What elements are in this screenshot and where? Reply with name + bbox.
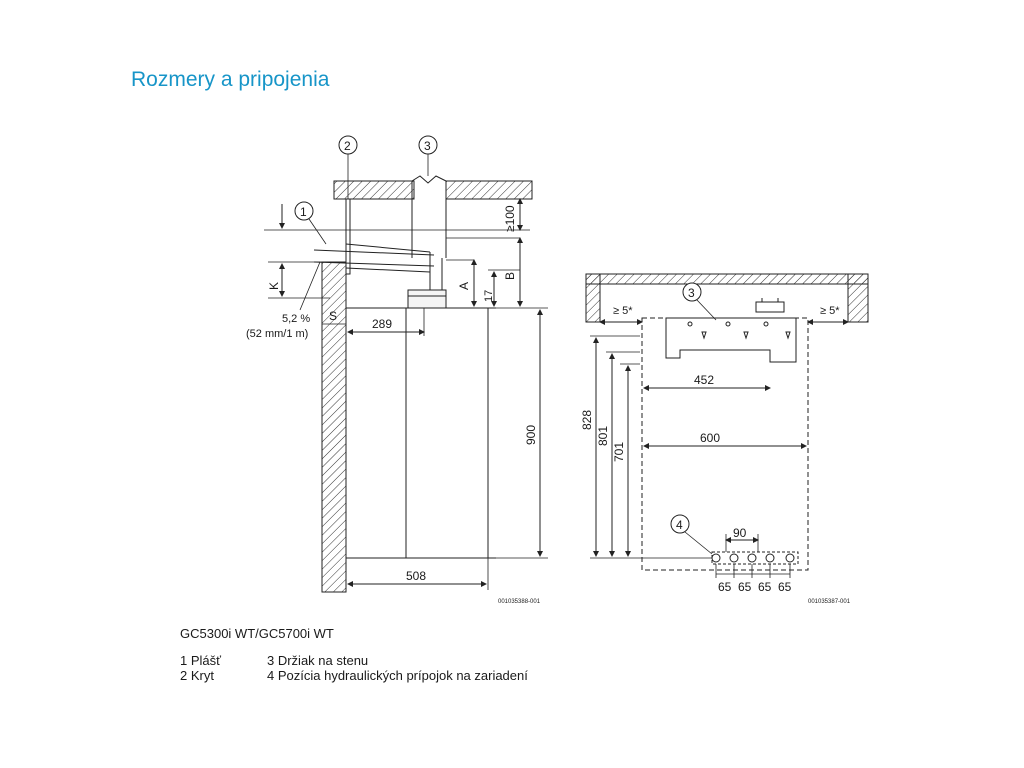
side-ceiling-right [445,180,533,200]
dim-65-3: 65 [758,580,772,594]
dim-508: 508 [406,569,426,583]
callout-2: 2 [338,135,358,199]
boiler-side [345,307,489,559]
dim-701: 701 [612,442,626,462]
dim-289: 289 [372,317,392,331]
slope-detail: (52 mm/1 m) [246,328,308,340]
dim-801: 801 [596,426,610,446]
dim-min100: ≥100 [503,205,517,232]
dim-17: 17 [483,290,495,302]
dim-600: 600 [700,431,720,445]
legend-item-4: 4 Pozícia hydraulických prípojok na zari… [267,668,528,683]
dim-b: B [503,272,517,280]
dim-clear-left: ≥ 5* [613,305,633,317]
legend-item-2: 2 Kryt [180,668,214,683]
front-ceiling [585,273,869,285]
flue-adapter [407,289,447,309]
dim-65-4: 65 [778,580,792,594]
front-wall-right [847,273,869,323]
svg-text:1: 1 [300,205,307,219]
legend-col-1: 1 Plášť 2 Kryt [180,653,221,683]
side-drawing-code: 001035388-001 [498,599,541,605]
svg-text:3: 3 [688,286,695,300]
dim-clear-right: ≥ 5* [820,305,840,317]
dim-a: A [457,282,471,290]
svg-text:4: 4 [676,518,683,532]
svg-text:3: 3 [424,139,431,153]
svg-text:2: 2 [344,139,351,153]
dim-65-1: 65 [718,580,732,594]
hydraulic-connections [711,551,799,565]
dim-828: 828 [580,410,594,430]
dim-k: K [267,282,281,290]
dim-452: 452 [694,373,714,387]
legend-item-1: 1 Plášť [180,653,222,668]
callout-3: 3 [418,135,438,176]
dim-900: 900 [524,425,538,445]
page-title: Rozmery a pripojenia [131,68,330,91]
legend-item-3: 3 Držiak na stenu [267,653,369,668]
front-wall-left [585,273,601,323]
callout-front-3: 3 [682,282,717,321]
wall-bracket [665,317,797,363]
dim-s: S [329,309,337,323]
legend-col-2: 3 Držiak na stenu 4 Pozícia hydraulickýc… [267,653,528,683]
front-drawing-code: 001035387-001 [808,599,851,605]
front-view: ≥ 5* ≥ 5* 828 801 701 452 600 90 [580,273,869,605]
dim-65-2: 65 [738,580,752,594]
model-name: GC5300i WT/GC5700i WT [180,626,334,641]
boiler-front-outline [641,317,809,571]
slope-value: 5,2 % [282,313,310,325]
side-view: ≥100 B A 17 K 900 S 289 508 5,2 % (52 mm… [246,135,548,605]
callout-front-4: 4 [670,514,713,555]
callout-1: 1 [294,201,327,245]
dim-90: 90 [733,526,747,540]
side-ceiling [333,180,415,200]
